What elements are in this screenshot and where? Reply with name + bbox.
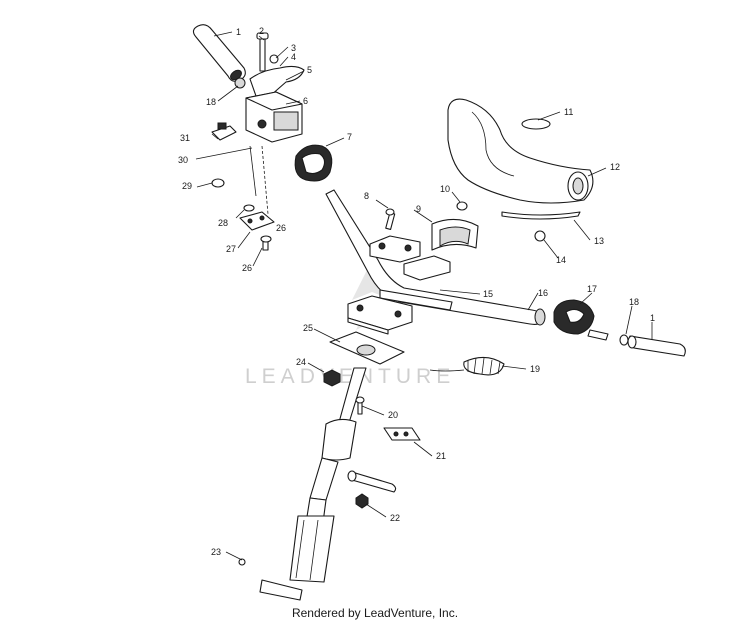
- switch-31: [211, 122, 237, 141]
- callout-7: 7: [347, 132, 352, 142]
- throttle-lever: [249, 65, 305, 97]
- left-grip: [192, 24, 246, 89]
- callout-2: 2: [259, 26, 264, 36]
- callout-26-lower: 26: [242, 263, 252, 273]
- steering-post: [238, 367, 367, 601]
- callout-1-left: 1: [236, 27, 241, 37]
- strap-13-and-clip-14: [534, 230, 546, 242]
- render-credit: Rendered by LeadVenture, Inc.: [291, 606, 459, 620]
- callout-20: 20: [388, 410, 398, 420]
- callout-22: 22: [390, 513, 400, 523]
- bolt-8: [385, 208, 396, 231]
- handlebar-16: [325, 189, 546, 326]
- callout-30: 30: [178, 155, 188, 165]
- callout-12: 12: [610, 162, 620, 172]
- bushing-22: [347, 470, 397, 509]
- callout-18-left: 18: [206, 97, 216, 107]
- cable-19: [429, 356, 505, 376]
- nut-29: [211, 178, 225, 188]
- callout-23: 23: [211, 547, 221, 557]
- callout-10: 10: [440, 184, 450, 194]
- callout-26-upper: 26: [276, 223, 286, 233]
- cable-30: [249, 145, 269, 215]
- leader-lines: [195, 31, 653, 561]
- callout-16: 16: [538, 288, 548, 298]
- callout-1-right: 1: [650, 313, 655, 323]
- callout-21: 21: [436, 451, 446, 461]
- callout-8: 8: [364, 191, 369, 201]
- callout-3: 3: [291, 43, 296, 53]
- callout-31: 31: [180, 133, 190, 143]
- handlebar-pad-12: [447, 98, 594, 220]
- callout-4: 4: [291, 52, 296, 62]
- cover-9: [431, 201, 479, 251]
- watermark-text: LEADVENTURE: [245, 365, 455, 388]
- bracket-21: [383, 427, 421, 441]
- nut-24: [323, 369, 341, 387]
- pin-and-clip: [256, 32, 279, 72]
- clamp-blocks: [347, 235, 451, 335]
- callout-11: 11: [564, 107, 573, 117]
- callout-5: 5: [307, 65, 312, 75]
- mount-bracket-27: [239, 204, 275, 251]
- ignition-switch-7: [294, 144, 333, 182]
- callout-27: 27: [226, 244, 236, 254]
- callout-18-right: 18: [629, 297, 639, 307]
- bolt-20: [355, 396, 365, 415]
- callout-28: 28: [218, 218, 228, 228]
- control-17: [553, 299, 609, 341]
- throttle-housing: [245, 91, 303, 143]
- callout-24: 24: [296, 357, 306, 367]
- washer-18: [619, 334, 629, 346]
- callout-29: 29: [182, 181, 192, 191]
- callout-19: 19: [530, 364, 540, 374]
- callout-15: 15: [483, 289, 493, 299]
- upper-plate-25: [329, 331, 405, 365]
- right-grip: [627, 335, 686, 357]
- callout-25: 25: [303, 323, 313, 333]
- callout-6: 6: [303, 96, 308, 106]
- callout-labels: 1 2 3 4 5 6 7 8 9 10 11 12 13 14 15 16 1…: [178, 26, 655, 557]
- callout-17: 17: [587, 284, 597, 294]
- callout-9: 9: [416, 204, 421, 214]
- callout-13: 13: [594, 236, 604, 246]
- callout-14: 14: [556, 255, 566, 265]
